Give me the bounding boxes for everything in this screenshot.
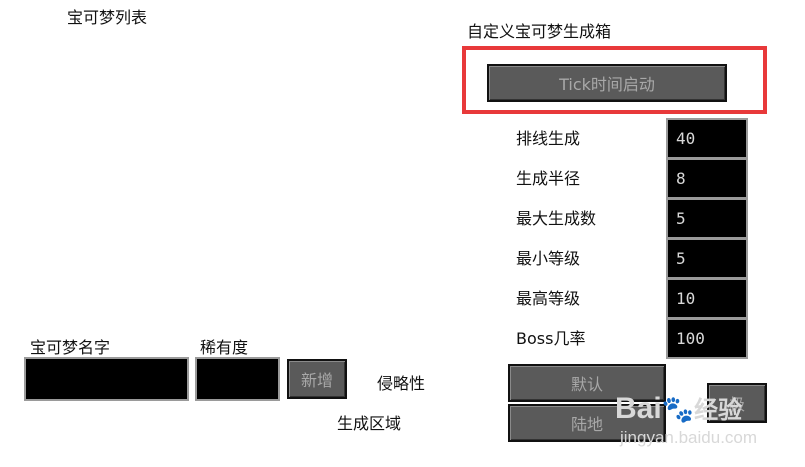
setting-label-max-spawn: 最大生成数 [516,209,597,228]
setting-input-radius[interactable]: 8 [666,158,748,199]
rarity-input[interactable] [195,357,280,401]
pokemon-list-title: 宝可梦列表 [67,8,148,27]
setting-input-max-level[interactable]: 10 [666,278,748,319]
spawn-area-label: 生成区域 [337,414,402,433]
aggressive-label: 侵略性 [377,374,426,393]
setting-label-max-level: 最高等级 [516,289,581,308]
rarity-label: 稀有度 [200,338,249,357]
pokemon-name-label: 宝可梦名字 [30,338,111,357]
setting-label-min-level: 最小等级 [516,249,581,268]
spawner-title: 自定义宝可梦生成箱 [467,22,612,41]
paw-icon: 🐾 [661,394,695,424]
setting-input-wiring[interactable]: 40 [666,118,748,159]
watermark-brand: Bai🐾经验 [615,392,743,425]
setting-label-radius: 生成半径 [516,169,581,188]
setting-input-boss-chance[interactable]: 100 [666,318,748,359]
setting-label-boss-chance: Boss几率 [516,329,586,348]
partial-button[interactable]: 极 [707,383,767,423]
tick-start-button[interactable]: Tick时间启动 [487,64,727,102]
add-button[interactable]: 新增 [287,359,347,399]
pokemon-name-input[interactable] [24,357,189,401]
land-button[interactable]: 陆地 [508,404,666,442]
watermark-url: jingyan.baidu.com [620,428,758,447]
setting-input-min-level[interactable]: 5 [666,238,748,279]
highlight-box [462,46,767,114]
setting-label-wiring: 排线生成 [516,129,581,148]
default-button[interactable]: 默认 [508,364,666,402]
setting-input-max-spawn[interactable]: 5 [666,198,748,239]
